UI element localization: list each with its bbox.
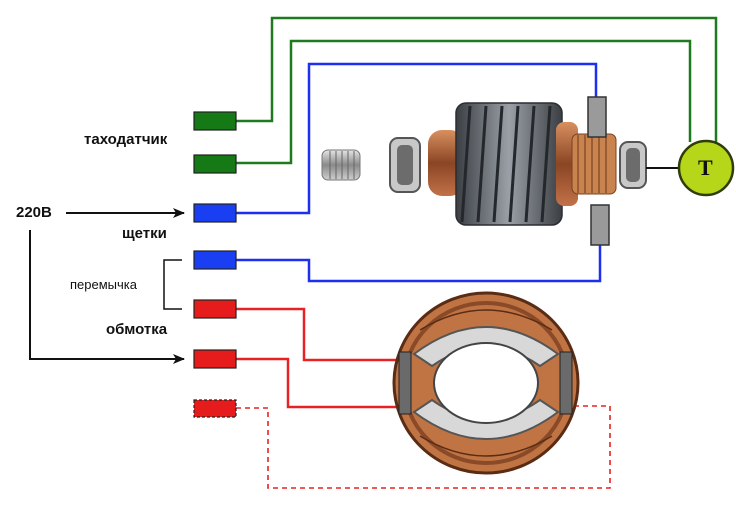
stator-terminal-right	[559, 351, 573, 415]
tacho-wire-lower	[236, 39, 692, 165]
terminal-tacho-1[interactable]	[193, 111, 237, 131]
stator-terminal-left	[398, 351, 412, 415]
terminals	[193, 111, 237, 418]
winding-wire-1	[236, 307, 405, 362]
rotor-winding-left	[428, 130, 464, 196]
tachogenerator-label: таходатчик	[84, 131, 168, 148]
jumper-bracket	[163, 259, 182, 310]
tacho-wires	[236, 16, 718, 165]
winding-wire-dashed	[236, 405, 611, 489]
tacho-symbol: T	[698, 155, 713, 180]
stator-bore	[433, 342, 539, 424]
terminal-brush-1[interactable]	[193, 203, 237, 223]
motor-stator-icon	[392, 291, 580, 475]
tachometer-sensor-icon	[677, 139, 735, 197]
supply-voltage-label: 220В	[16, 204, 52, 221]
tacho-wire-upper	[236, 16, 718, 158]
brush-block-top	[587, 96, 607, 138]
terminal-winding-1[interactable]	[193, 299, 237, 319]
jumper-label: перемычка	[70, 277, 137, 292]
brush-wire-top	[236, 62, 598, 215]
brush-wires	[236, 62, 602, 283]
terminal-winding-2[interactable]	[193, 349, 237, 369]
brush-wire-bottom	[236, 245, 602, 283]
terminal-winding-spare[interactable]	[193, 399, 237, 418]
terminal-tacho-2[interactable]	[193, 154, 237, 174]
supply-arrows	[29, 208, 185, 364]
brushes-label: щетки	[122, 225, 167, 242]
winding-wires	[236, 307, 611, 489]
winding-label: обмотка	[106, 321, 168, 338]
brush-block-bottom	[590, 204, 610, 246]
rotor-shaft-thread	[321, 149, 361, 181]
supply-arrow-bottom	[29, 230, 185, 364]
terminal-brush-2[interactable]	[193, 250, 237, 270]
winding-wire-2	[236, 357, 405, 409]
motor-rotor-armature-icon	[313, 102, 697, 226]
